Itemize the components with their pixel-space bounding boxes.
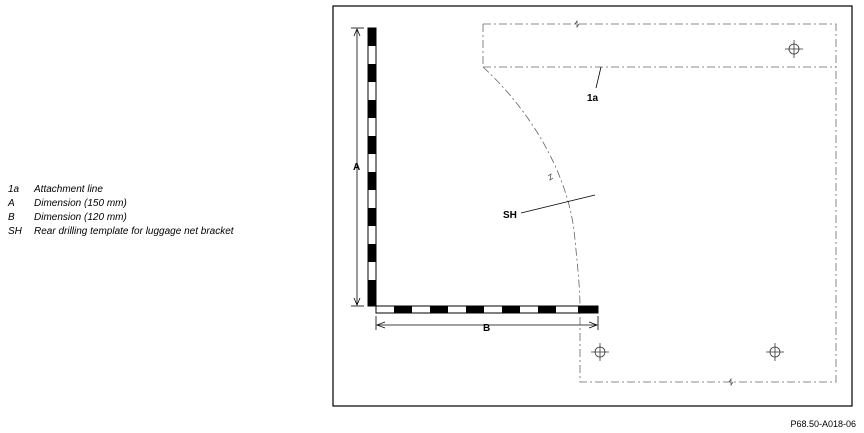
- legend-key: B: [8, 212, 15, 223]
- drill-hole-bottom-left: [591, 343, 609, 361]
- vertical-scale-bar: [367, 27, 377, 307]
- drill-hole-bottom-right: [766, 343, 784, 361]
- dimension-b: [375, 316, 599, 330]
- drill-hole-top-right: [785, 40, 803, 58]
- legend-text: Dimension (120 mm): [34, 212, 127, 223]
- legend-text: Attachment line: [34, 184, 103, 195]
- legend-row-b: B Dimension (120 mm): [8, 212, 278, 223]
- label-b: B: [483, 323, 490, 334]
- label-1a: 1a: [587, 93, 599, 104]
- leader-sh: [520, 194, 596, 214]
- template-curve: [482, 66, 581, 307]
- legend-row-1a: 1a Attachment line: [8, 184, 278, 195]
- legend: 1a Attachment line A Dimension (150 mm) …: [8, 184, 278, 240]
- legend-key: 1a: [8, 184, 20, 195]
- figure-code: P68.50-A018-06: [790, 419, 856, 429]
- label-sh: SH: [503, 210, 517, 221]
- break-mark: [574, 19, 580, 29]
- break-mark: [547, 173, 554, 181]
- dimension-a: [351, 27, 364, 307]
- break-mark: [728, 377, 734, 387]
- template-outline: [483, 23, 837, 383]
- legend-key: SH: [8, 226, 22, 237]
- legend-row-sh: SH Rear drilling template for luggage ne…: [8, 226, 278, 237]
- drawing-frame: [332, 5, 853, 407]
- legend-text: Dimension (150 mm): [34, 198, 127, 209]
- legend-text: Rear drilling template for luggage net b…: [34, 226, 234, 237]
- legend-row-a: A Dimension (150 mm): [8, 198, 278, 209]
- leader-1a: [595, 66, 602, 89]
- legend-key: A: [8, 198, 15, 209]
- horizontal-scale-bar: [375, 305, 599, 314]
- label-a: A: [353, 162, 360, 173]
